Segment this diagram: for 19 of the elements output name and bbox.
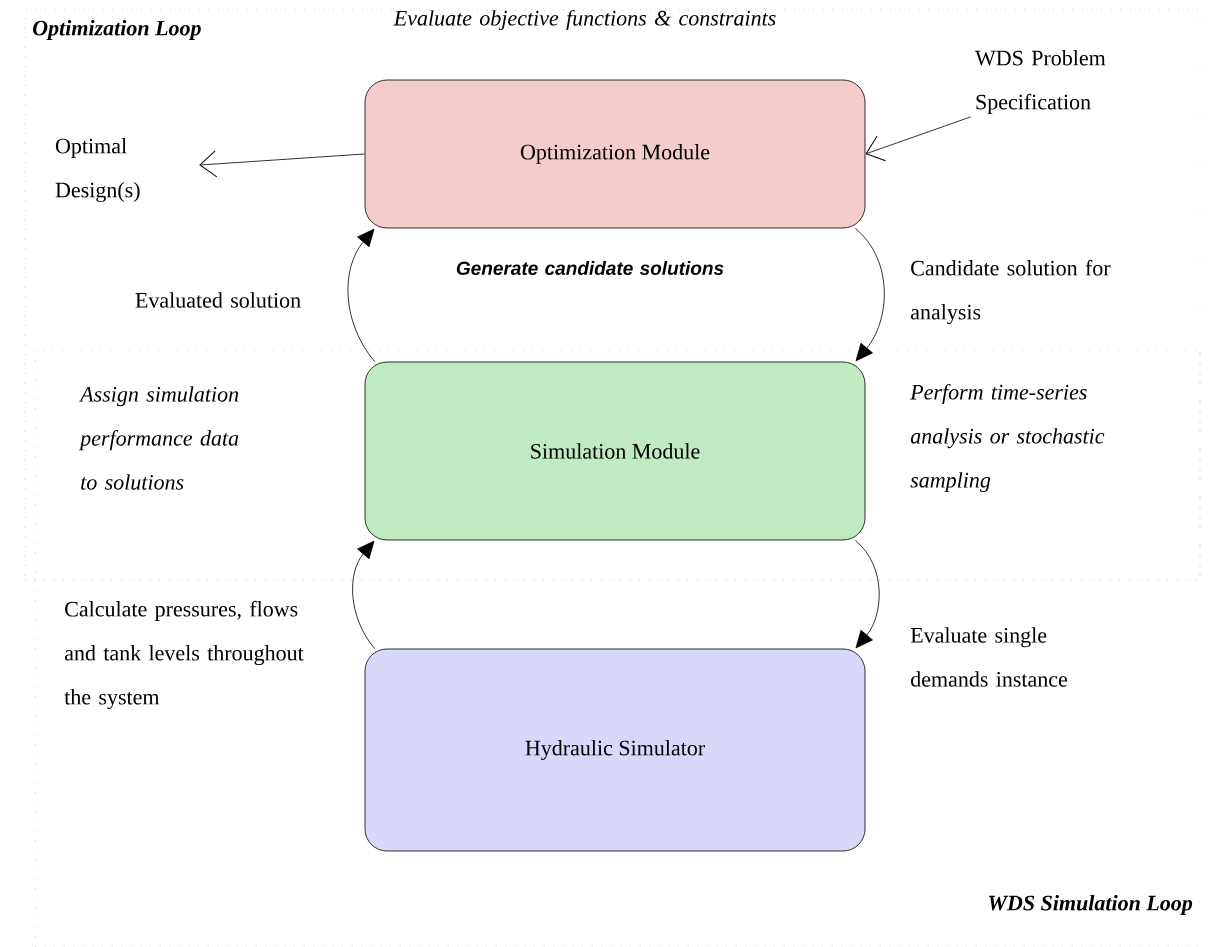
- module-box: Hydraulic Simulator: [364, 648, 866, 852]
- input-output-text: WDS Problem Specification: [975, 50, 1106, 114]
- annotation: Assign simulation performance data to solutions: [78, 386, 239, 490]
- arrow: [347, 228, 375, 362]
- arrow: [855, 540, 880, 649]
- edge-label: Candidate solution for analysis: [911, 259, 1111, 325]
- arrow: [199, 150, 365, 178]
- annotation: Evaluate objective functions & constraints: [393, 9, 776, 31]
- annotation: Perform time-series analysis or stochastic sampling: [910, 383, 1105, 493]
- module-box: Optimization Module: [364, 79, 866, 229]
- edge-label: Evaluated solution: [135, 292, 301, 308]
- annotation: Generate candidate solutions: [456, 261, 724, 275]
- input-output-text: Optimal Design(s): [55, 138, 140, 202]
- edge-label: Evaluate single demands instance: [910, 627, 1068, 687]
- arrow: [855, 228, 885, 362]
- module-box: Simulation Module: [364, 361, 866, 541]
- edge-label: Calculate pressures, flows and tank levels throughout the system: [64, 600, 304, 710]
- arrow: [865, 116, 972, 162]
- arrow: [352, 540, 375, 649]
